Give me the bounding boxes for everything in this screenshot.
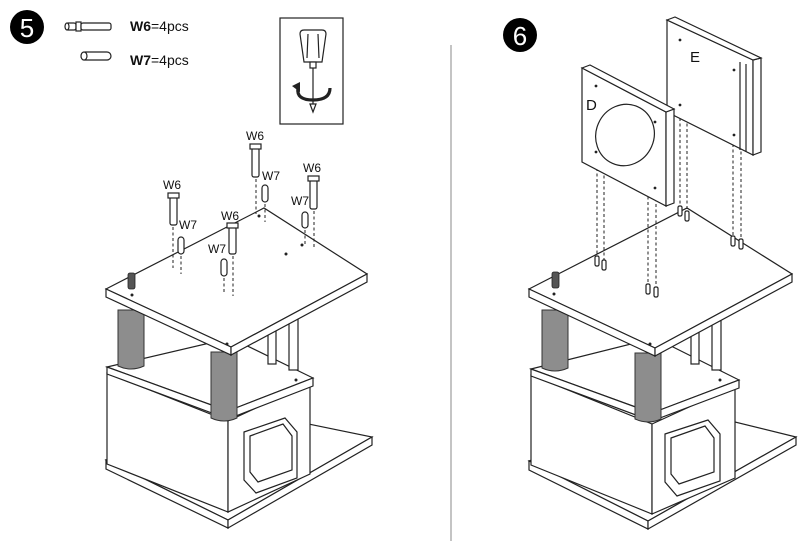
part-label: W7 — [179, 218, 197, 232]
step-6-guides — [594, 118, 744, 298]
part-label: W6 — [246, 129, 264, 143]
cat-tower-step6 — [527, 207, 798, 531]
step-6-badge: 6 — [503, 18, 537, 52]
part-label: W6 — [163, 178, 181, 192]
hardware-w7-icon — [80, 51, 112, 61]
panel-e-letter: E — [690, 49, 700, 66]
hardware-w6-qty: =4pcs — [151, 18, 189, 34]
hardware-w6-code: W6 — [130, 18, 151, 34]
part-label: W7 — [208, 242, 226, 256]
panel-d-letter: D — [586, 97, 597, 114]
step-5: 5 W6=4pcs W7=4pcs — [10, 10, 374, 530]
part-label: W6 — [221, 209, 239, 223]
hardware-w7-qty: =4pcs — [151, 52, 189, 68]
part-label: W6 — [303, 161, 321, 175]
hardware-w6-icon — [64, 21, 112, 32]
hardware-w7-code: W7 — [130, 52, 151, 68]
step-5-badge: 5 — [10, 10, 44, 44]
step-6: 6 — [503, 16, 798, 531]
part-label: W7 — [262, 169, 280, 183]
svg-text:W6=4pcs: W6=4pcs — [130, 18, 189, 34]
step-5-number: 5 — [20, 13, 34, 43]
step-5-hardware-parts — [167, 143, 320, 296]
cat-tower-step5 — [104, 207, 374, 530]
svg-text:W7=4pcs: W7=4pcs — [130, 52, 189, 68]
step-5-part-labels: W6 W7 W6 W7 W6 W7 W6 W7 — [163, 129, 321, 256]
part-label: W7 — [291, 194, 309, 208]
step-6-number: 6 — [513, 21, 527, 51]
screwdriver-icon — [279, 17, 344, 125]
panel-d: D — [580, 64, 676, 207]
panel-e: E — [665, 16, 763, 156]
